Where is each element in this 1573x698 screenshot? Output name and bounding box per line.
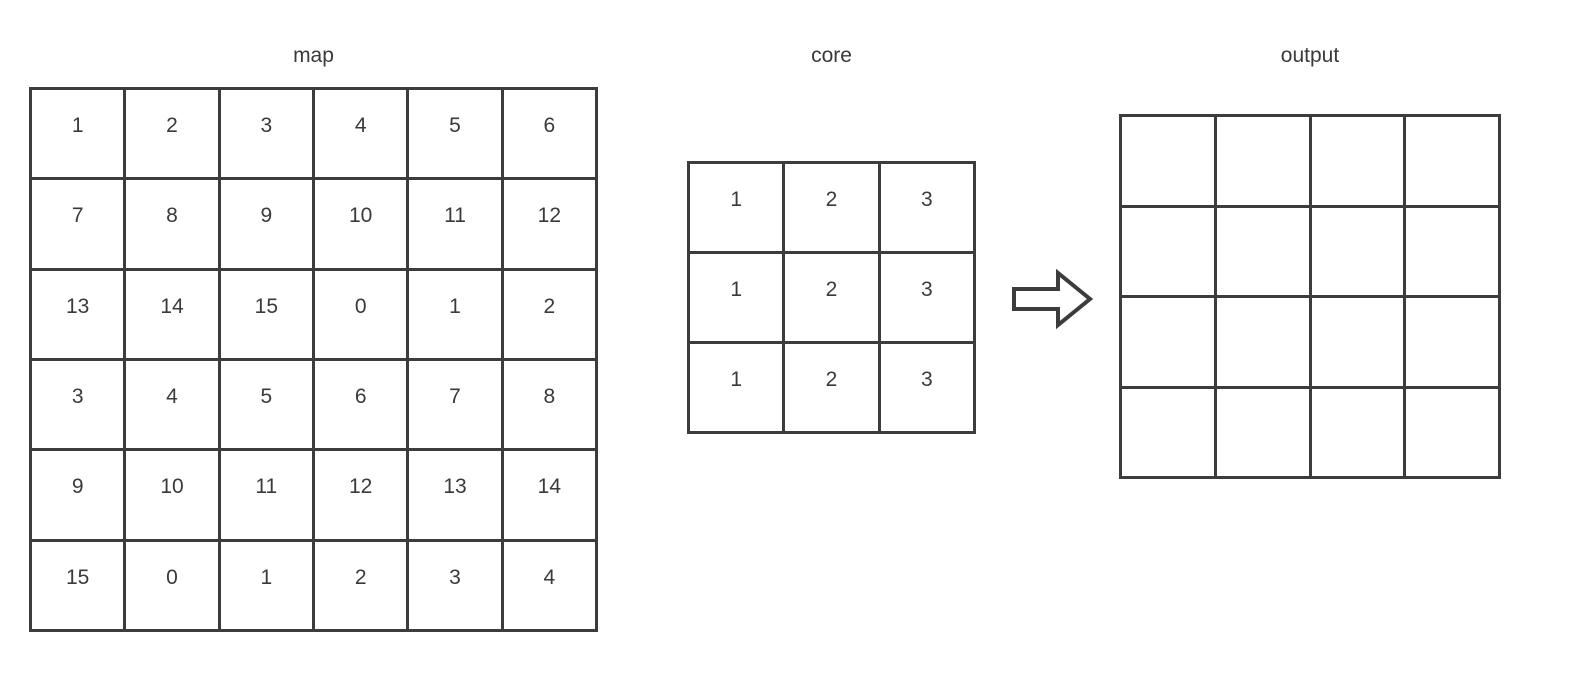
- output-grid: [1119, 114, 1501, 479]
- map-cell: 2: [126, 90, 221, 181]
- map-cell: 1: [409, 270, 504, 361]
- output-cell: [1406, 298, 1501, 389]
- output-cell: [1122, 388, 1217, 479]
- output-cell: [1122, 298, 1217, 389]
- map-cell: 5: [409, 90, 504, 181]
- map-cell: 9: [220, 180, 315, 271]
- output-cell: [1311, 388, 1407, 479]
- output-cell: [1406, 117, 1501, 208]
- output-cell: [1406, 207, 1501, 298]
- output-cell: [1311, 207, 1407, 298]
- map-cell: 15: [220, 270, 315, 361]
- core-cell: 2: [785, 254, 881, 344]
- core-cell: 3: [880, 254, 976, 344]
- core-cell: 3: [880, 344, 976, 434]
- map-cell: 0: [126, 541, 221, 632]
- output-cell: [1122, 117, 1217, 208]
- core-cell: 2: [785, 164, 881, 254]
- map-cell: 4: [503, 541, 598, 632]
- map-cell: 10: [126, 451, 221, 542]
- map-cell: 7: [409, 361, 504, 452]
- map-cell: 4: [126, 361, 221, 452]
- core-cell: 1: [690, 254, 786, 344]
- output-cell: [1311, 298, 1407, 389]
- map-cell: 15: [32, 541, 127, 632]
- map-cell: 1: [32, 90, 127, 181]
- map-cell: 8: [126, 180, 221, 271]
- map-cell: 6: [503, 90, 598, 181]
- map-cell: 10: [315, 180, 410, 271]
- map-cell: 2: [503, 270, 598, 361]
- core-cell: 3: [880, 164, 976, 254]
- map-cell: 14: [503, 451, 598, 542]
- map-cell: 6: [315, 361, 410, 452]
- output-cell: [1216, 117, 1312, 208]
- map-cell: 3: [220, 90, 315, 181]
- map-cell: 13: [409, 451, 504, 542]
- output-title: output: [1280, 44, 1340, 67]
- map-title: map: [293, 44, 334, 67]
- map-cell: 3: [32, 361, 127, 452]
- map-cell: 9: [32, 451, 127, 542]
- map-cell: 2: [315, 541, 410, 632]
- output-cell: [1216, 207, 1312, 298]
- map-cell: 1: [220, 541, 315, 632]
- map-cell: 8: [503, 361, 598, 452]
- map-cell: 12: [315, 451, 410, 542]
- core-cell: 2: [785, 344, 881, 434]
- map-cell: 11: [409, 180, 504, 271]
- map-cell: 7: [32, 180, 127, 271]
- core-cell: 1: [690, 164, 786, 254]
- output-cell: [1406, 388, 1501, 479]
- output-cell: [1216, 298, 1312, 389]
- core-title: core: [811, 44, 852, 67]
- right-arrow-icon: [1010, 268, 1094, 330]
- core-cell: 1: [690, 344, 786, 434]
- output-cell: [1311, 117, 1407, 208]
- output-cell: [1216, 388, 1312, 479]
- map-cell: 3: [409, 541, 504, 632]
- map-cell: 0: [315, 270, 410, 361]
- map-cell: 4: [315, 90, 410, 181]
- map-cell: 12: [503, 180, 598, 271]
- map-cell: 13: [32, 270, 127, 361]
- map-cell: 11: [220, 451, 315, 542]
- map-cell: 5: [220, 361, 315, 452]
- map-cell: 14: [126, 270, 221, 361]
- output-cell: [1122, 207, 1217, 298]
